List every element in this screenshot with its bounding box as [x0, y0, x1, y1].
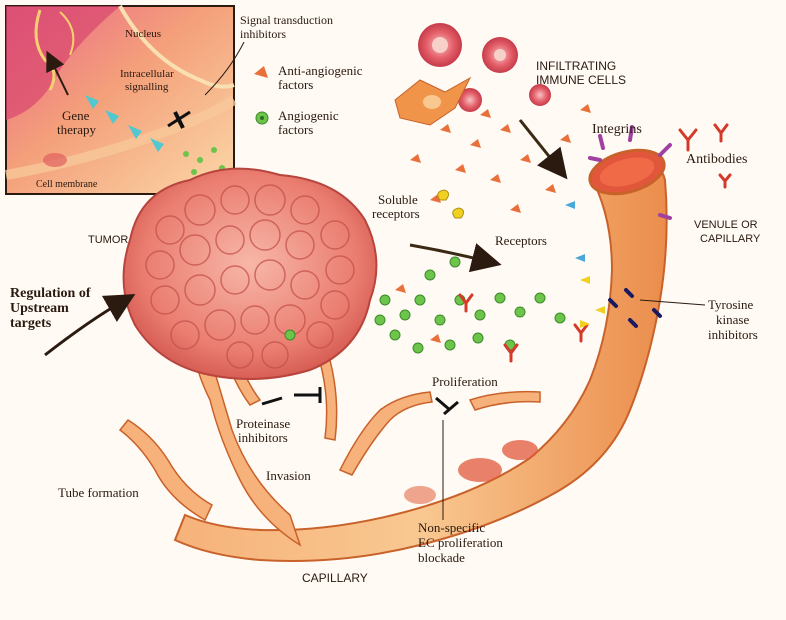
legend-angiogenic: Angiogenic factors: [256, 108, 339, 137]
regulation-label-2: Upstream: [10, 301, 69, 316]
venule-label-2: CAPILLARY: [700, 233, 761, 245]
anti-angiogenic-label-1: Anti-angiogenic: [278, 63, 363, 78]
tyrosine-label-2: kinase: [716, 312, 749, 327]
infiltrating-label-2: IMMUNE CELLS: [536, 73, 626, 87]
nonspecific-label-3: blockade: [418, 550, 465, 565]
infiltrating-label-1: INFILTRATING: [536, 59, 616, 73]
anti-angiogenic-factors: [395, 104, 591, 343]
soluble-receptors-label-1: Soluble: [378, 192, 418, 207]
proteinase-inhibitor-bar: [262, 387, 320, 404]
anti-angiogenic-icon: [254, 66, 268, 78]
gene-therapy-label-1: Gene: [62, 108, 90, 123]
regulation-label-3: targets: [10, 316, 52, 331]
proliferation-label: Proliferation: [432, 374, 498, 389]
proteinase-label-1: Proteinase: [236, 416, 290, 431]
proteinase-label-2: inhibitors: [238, 430, 288, 445]
immune-cells: [395, 23, 551, 125]
receptors: [565, 201, 605, 328]
regulation-label-1: Regulation of: [10, 286, 91, 301]
capillary-label: CAPILLARY: [302, 571, 368, 585]
intracellular-label-1: Intracellular: [120, 68, 174, 80]
integrins-label: Integrins: [592, 122, 642, 137]
angiogenic-label-2: factors: [278, 122, 313, 137]
proliferation-inhibitor-bar: [436, 398, 458, 414]
gene-therapy-inset: Nucleus Intracellular signalling Gene th…: [6, 6, 234, 194]
nonspecific-label-1: Non-specific: [418, 520, 485, 535]
angiogenic-label-1: Angiogenic: [278, 108, 339, 123]
nonspecific-label-2: EC proliferation: [418, 535, 503, 550]
soluble-receptors: [438, 190, 464, 218]
signal-transduction-label-1: Signal transduction: [240, 13, 333, 27]
venule-label-1: VENULE OR: [694, 219, 758, 231]
signal-transduction-label-2: inhibitors: [240, 27, 286, 41]
tyrosine-label-1: Tyrosine: [708, 297, 754, 312]
anti-angiogenic-label-2: factors: [278, 77, 313, 92]
soluble-receptors-label-2: receptors: [372, 206, 420, 221]
tube-formation-label: Tube formation: [58, 485, 139, 500]
tumor-mass: [124, 169, 377, 379]
intracellular-label-2: signalling: [125, 81, 169, 93]
legend-anti-angiogenic: Anti-angiogenic factors: [254, 63, 363, 92]
tumor-label: TUMOR: [88, 234, 128, 246]
receptors-label: Receptors: [495, 233, 547, 248]
gene-therapy-label-2: therapy: [57, 122, 96, 137]
tyrosine-label-3: inhibitors: [708, 327, 758, 342]
invasion-label: Invasion: [266, 468, 311, 483]
cell-membrane-label: Cell membrane: [36, 179, 98, 190]
nucleus-label: Nucleus: [125, 28, 161, 40]
antibodies-label: Antibodies: [686, 152, 747, 167]
